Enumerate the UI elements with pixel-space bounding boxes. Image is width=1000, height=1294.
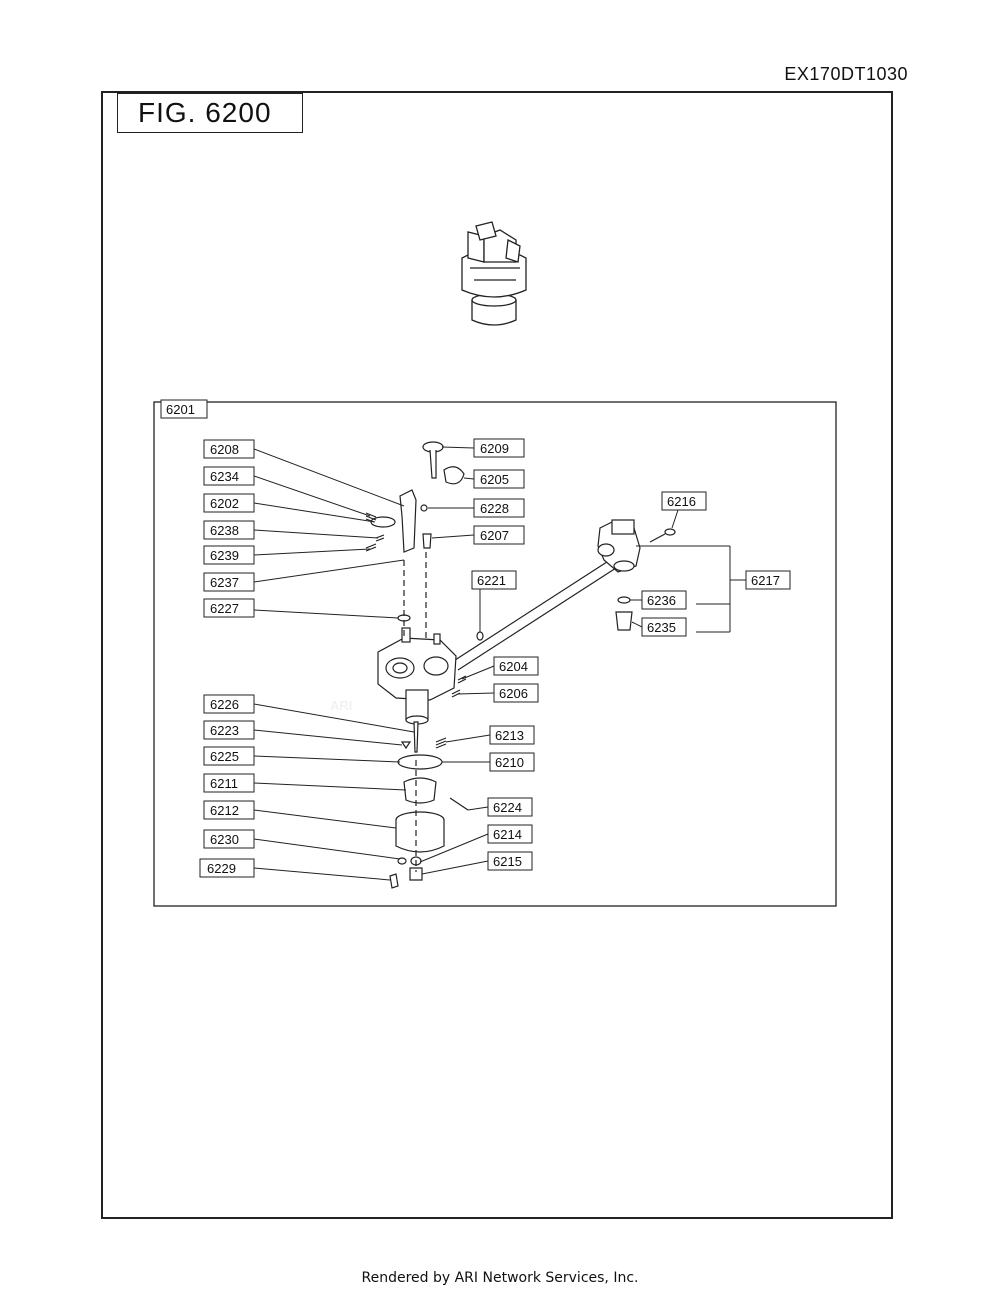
svg-text:6216: 6216 [667,494,696,509]
callout-6230: 6230 [203,829,255,849]
callout-6217: 6217 [745,570,791,590]
throttle-plate-part [370,516,396,528]
svg-text:6238: 6238 [210,523,239,538]
o-ring-part [420,504,428,512]
callout-6216: 6216 [661,491,707,511]
svg-text:6227: 6227 [210,601,239,616]
needle-clip-part [400,741,412,750]
callout-6221: 6221 [471,570,517,590]
svg-text:6205: 6205 [480,472,509,487]
footer-credit: Rendered by ARI Network Services, Inc. [361,1270,639,1286]
fuel-line-part [451,559,611,663]
assembly-label-box [160,399,208,419]
svg-text:6208: 6208 [210,442,239,457]
svg-text:6212: 6212 [210,803,239,818]
bolt-6215-part [409,867,423,881]
bolt-6229-part [389,873,399,889]
svg-text:6214: 6214 [493,827,522,842]
callouts: 6208 6234 6202 6238 6239 6237 6227 6209 … [199,438,791,878]
choke-lever-part [422,441,444,479]
screw-6239-part [365,543,377,552]
callout-6213: 6213 [489,725,535,745]
assembly-box [153,401,837,907]
svg-text:6209: 6209 [480,441,509,456]
jet-part [422,533,432,549]
carburetor-overview-image [461,221,527,326]
watermark: ARI [330,698,352,713]
svg-text:6225: 6225 [210,749,239,764]
callout-6214: 6214 [487,824,533,844]
callout-6211: 6211 [203,773,255,793]
svg-text:6230: 6230 [210,832,239,847]
callout-6208: 6208 [203,439,255,459]
washer-6230-part [397,857,407,865]
callout-6223: 6223 [203,720,255,740]
callout-6227: 6227 [203,598,255,618]
callout-6225: 6225 [203,746,255,766]
valve-washer-part [617,596,631,604]
parts-illustrations [365,441,676,889]
callout-6206: 6206 [493,683,539,703]
throttle-bracket-part [399,489,417,553]
callout-6224: 6224 [487,797,533,817]
callout-6209: 6209 [473,438,525,458]
svg-text:6210: 6210 [495,755,524,770]
svg-text:6228: 6228 [480,501,509,516]
callout-6204: 6204 [493,656,539,676]
svg-text:6234: 6234 [210,469,239,484]
callout-6235: 6235 [641,617,687,637]
figure-title: FIG. 6200 [117,93,303,133]
svg-text:6202: 6202 [210,496,239,511]
callout-6226: 6226 [203,694,255,714]
svg-text:6204: 6204 [499,659,528,674]
callout-6234: 6234 [203,466,255,486]
svg-text:6206: 6206 [499,686,528,701]
callout-6236: 6236 [641,590,687,610]
svg-text:6215: 6215 [493,854,522,869]
float-part [403,777,437,804]
svg-text:6229: 6229 [207,861,236,876]
leader-lines [253,446,746,881]
assembly-label: 6201 [166,402,195,417]
svg-text:6223: 6223 [210,723,239,738]
callout-6238: 6238 [203,520,255,540]
figure-frame [101,91,893,1219]
callout-6239: 6239 [203,545,255,565]
svg-text:6224: 6224 [493,800,522,815]
svg-text:6221: 6221 [477,573,506,588]
callout-6210: 6210 [489,752,535,772]
callout-6205: 6205 [473,469,525,489]
callout-6202: 6202 [203,493,255,513]
svg-text:6239: 6239 [210,548,239,563]
callout-6207: 6207 [473,525,525,545]
float-pin-part [449,797,469,811]
float-bowl-part [395,811,445,853]
callout-6228: 6228 [473,498,525,518]
svg-text:6226: 6226 [210,697,239,712]
screw-6204-part [457,675,467,684]
svg-text:6207: 6207 [480,528,509,543]
svg-text:6235: 6235 [647,620,676,635]
svg-text:6211: 6211 [210,776,238,791]
document-code: EX170DT1030 [784,64,908,84]
valve-screw-part [664,528,676,536]
inlet-needle-part [413,721,419,753]
svg-text:6217: 6217 [751,573,780,588]
bowl-gasket-part [397,754,443,770]
callout-6229: 6229 [199,858,255,878]
valve-filter-part [615,611,633,631]
svg-text:6213: 6213 [495,728,524,743]
svg-text:6236: 6236 [647,593,676,608]
callout-6215: 6215 [487,851,533,871]
callout-6237: 6237 [203,572,255,592]
svg-text:6237: 6237 [210,575,239,590]
carburetor-body-part [377,627,457,725]
fuel-valve-part [597,519,641,573]
choke-plate-part [443,466,465,485]
callout-6212: 6212 [203,800,255,820]
spring-part [435,737,447,749]
